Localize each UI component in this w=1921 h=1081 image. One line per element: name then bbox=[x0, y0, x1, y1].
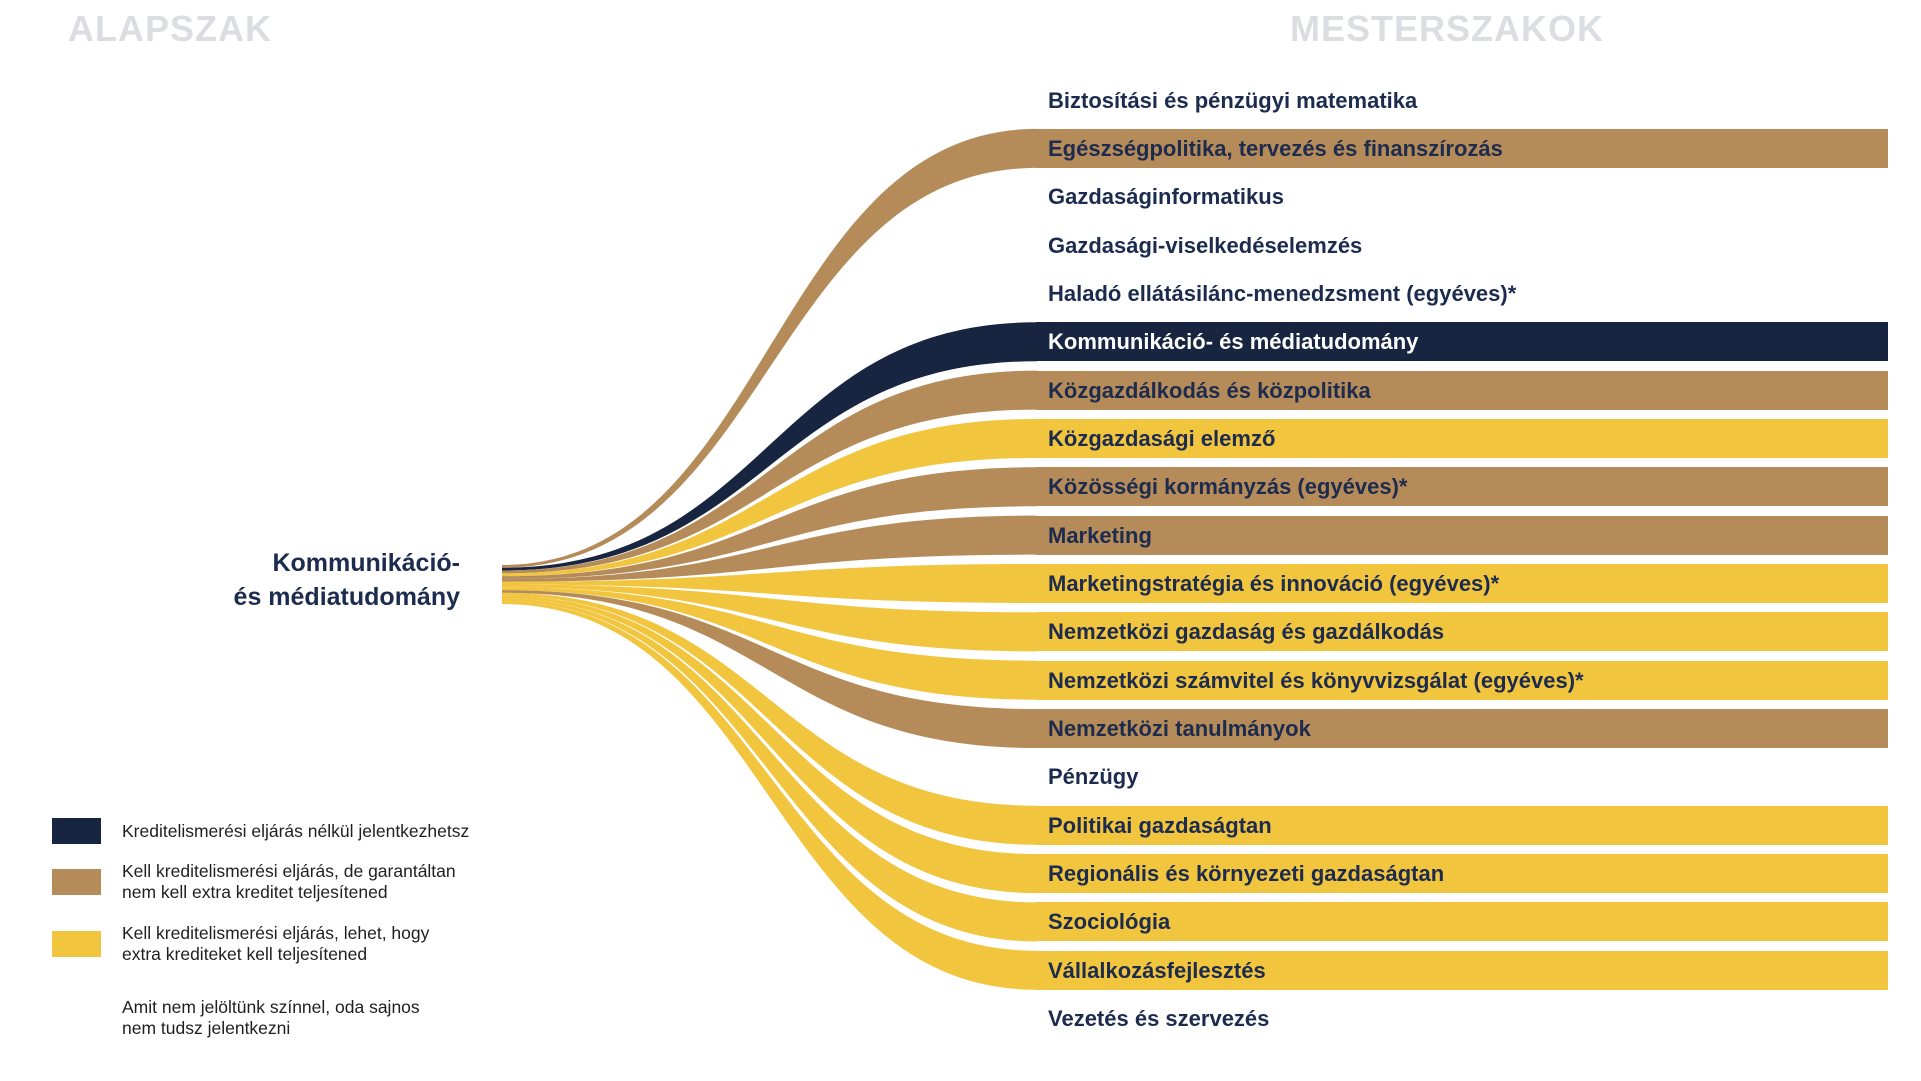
master-item-bar-navy bbox=[1036, 322, 1888, 362]
master-item-label: Nemzetközi tanulmányok bbox=[1048, 716, 1311, 742]
master-item-row: Haladó ellátásilánc-menedzsment (egyéves… bbox=[1036, 274, 1888, 313]
master-item-bar-brown bbox=[1036, 515, 1888, 555]
master-item-row: Biztosítási és pénzügyi matematika bbox=[1036, 81, 1888, 120]
master-item-label: Vezetés és szervezés bbox=[1048, 1006, 1270, 1032]
master-item-row: Regionális és környezeti gazdaságtan bbox=[1036, 854, 1888, 894]
left-column-header: ALAPSZAK bbox=[68, 8, 272, 49]
master-item-label: Nemzetközi gazdaság és gazdálkodás bbox=[1048, 619, 1445, 645]
master-item-label: Közösségi kormányzás (egyéves)* bbox=[1048, 474, 1408, 500]
master-item-label: Egészségpolitika, tervezés és finanszíro… bbox=[1048, 135, 1503, 161]
legend-swatch-brown bbox=[52, 869, 101, 895]
source-node-label: Kommunikáció- és médiatudomány bbox=[160, 546, 460, 614]
flow-ribbon-yellow bbox=[502, 587, 1037, 700]
master-item-row: Vállalkozásfejlesztés bbox=[1036, 950, 1888, 990]
flow-ribbon-brown bbox=[502, 467, 1037, 579]
master-item-bar-brown bbox=[1036, 128, 1888, 168]
flow-ribbon-navy bbox=[502, 322, 1037, 571]
master-item-bar-yellow bbox=[1036, 612, 1888, 652]
master-item-label: Biztosítási és pénzügyi matematika bbox=[1048, 87, 1418, 113]
flow-ribbon-yellow bbox=[502, 592, 1037, 845]
legend-swatch-navy bbox=[52, 818, 101, 844]
master-item-row: Gazdaságinformatikus bbox=[1036, 177, 1888, 216]
master-item-row: Marketingstratégia és innováció (egyéves… bbox=[1036, 564, 1888, 603]
master-item-row: Gazdasági-viselkedéselemzés bbox=[1036, 226, 1888, 265]
master-item-label: Kommunikáció- és médiatudomány bbox=[1048, 329, 1419, 355]
master-item-label: Regionális és környezeti gazdaságtan bbox=[1048, 861, 1445, 887]
master-item-row: Nemzetközi tanulmányok bbox=[1036, 709, 1888, 749]
legend-label: Kell kreditelismerési eljárás, de garant… bbox=[122, 861, 456, 902]
master-item-bar-yellow bbox=[1036, 950, 1888, 990]
source-node-label-line1: Kommunikáció- bbox=[272, 549, 460, 577]
master-item-row: Marketing bbox=[1036, 515, 1888, 555]
master-item-row: Politikai gazdaságtan bbox=[1036, 805, 1888, 845]
master-item-label: Marketingstratégia és innováció (egyéves… bbox=[1048, 571, 1500, 596]
master-item-bar-brown bbox=[1036, 709, 1888, 749]
master-item-row: Szociológia bbox=[1036, 902, 1888, 942]
legend-row: Kell kreditelismerési eljárás, de garant… bbox=[52, 861, 456, 903]
flow-ribbon-yellow bbox=[502, 601, 1037, 990]
legend-row: Kreditelismerési eljárás nélkül jelentke… bbox=[52, 818, 469, 844]
master-item-label: Pénzügy bbox=[1048, 764, 1139, 790]
flow-ribbon-yellow bbox=[502, 595, 1037, 894]
master-item-label: Közgazdálkodás és közpolitika bbox=[1048, 377, 1371, 403]
master-item-label: Nemzetközi számvitel és könyvvizsgálat (… bbox=[1048, 667, 1584, 693]
master-item-row: Nemzetközi számvitel és könyvvizsgálat (… bbox=[1036, 660, 1888, 700]
legend-label: Kell kreditelismerési eljárás, lehet, ho… bbox=[122, 923, 430, 964]
master-item-row: Közösségi kormányzás (egyéves)* bbox=[1036, 467, 1888, 507]
master-item-row: Pénzügy bbox=[1036, 757, 1888, 796]
legend-swatch-none bbox=[52, 1005, 101, 1031]
flow-ribbon-yellow bbox=[502, 598, 1037, 942]
flow-ribbon-yellow bbox=[502, 418, 1037, 577]
flow-ribbon-yellow bbox=[502, 584, 1037, 652]
master-item-label: Gazdaságinformatikus bbox=[1048, 184, 1284, 210]
master-item-label: Szociológia bbox=[1048, 909, 1171, 935]
master-item-row: Közgazdálkodás és közpolitika bbox=[1036, 370, 1888, 410]
master-item-row: Egészségpolitika, tervezés és finanszíro… bbox=[1036, 128, 1888, 168]
master-item-bar-yellow bbox=[1036, 854, 1888, 894]
master-item-label: Haladó ellátásilánc-menedzsment (egyéves… bbox=[1048, 280, 1517, 306]
flow-ribbon-brown bbox=[502, 590, 1037, 749]
master-item-bar-yellow bbox=[1036, 660, 1888, 700]
flow-ribbon-brown bbox=[502, 370, 1037, 574]
master-item-row: Nemzetközi gazdaság és gazdálkodás bbox=[1036, 612, 1888, 652]
master-item-label: Közgazdasági elemző bbox=[1048, 425, 1276, 451]
master-item-label: Marketing bbox=[1048, 522, 1152, 548]
master-item-row: Közgazdasági elemző bbox=[1036, 418, 1888, 458]
master-item-row: Kommunikáció- és médiatudomány bbox=[1036, 322, 1888, 362]
flow-ribbon-brown bbox=[502, 128, 1037, 568]
flow-ribbon-brown bbox=[502, 515, 1037, 582]
flow-ribbon-yellow bbox=[502, 564, 1037, 603]
master-item-bar-brown bbox=[1036, 467, 1888, 507]
master-item-row: Vezetés és szervezés bbox=[1036, 999, 1888, 1038]
master-item-bar-yellow bbox=[1036, 564, 1888, 603]
master-item-bar-brown bbox=[1036, 370, 1888, 410]
master-item-bar-yellow bbox=[1036, 902, 1888, 942]
legend-swatch-yellow bbox=[52, 931, 101, 957]
master-item-label: Gazdasági-viselkedéselemzés bbox=[1048, 232, 1363, 258]
legend-row: Kell kreditelismerési eljárás, lehet, ho… bbox=[52, 923, 429, 965]
legend-label: Kreditelismerési eljárás nélkül jelentke… bbox=[122, 820, 470, 841]
master-item-bar-yellow bbox=[1036, 418, 1888, 458]
master-item-bar-yellow bbox=[1036, 805, 1888, 845]
right-column-header: MESTERSZAKOK bbox=[1290, 8, 1605, 49]
source-node-label-line2: és médiatudomány bbox=[233, 583, 460, 611]
master-item-label: Vállalkozásfejlesztés bbox=[1048, 957, 1266, 983]
master-item-label: Politikai gazdaságtan bbox=[1048, 812, 1272, 838]
